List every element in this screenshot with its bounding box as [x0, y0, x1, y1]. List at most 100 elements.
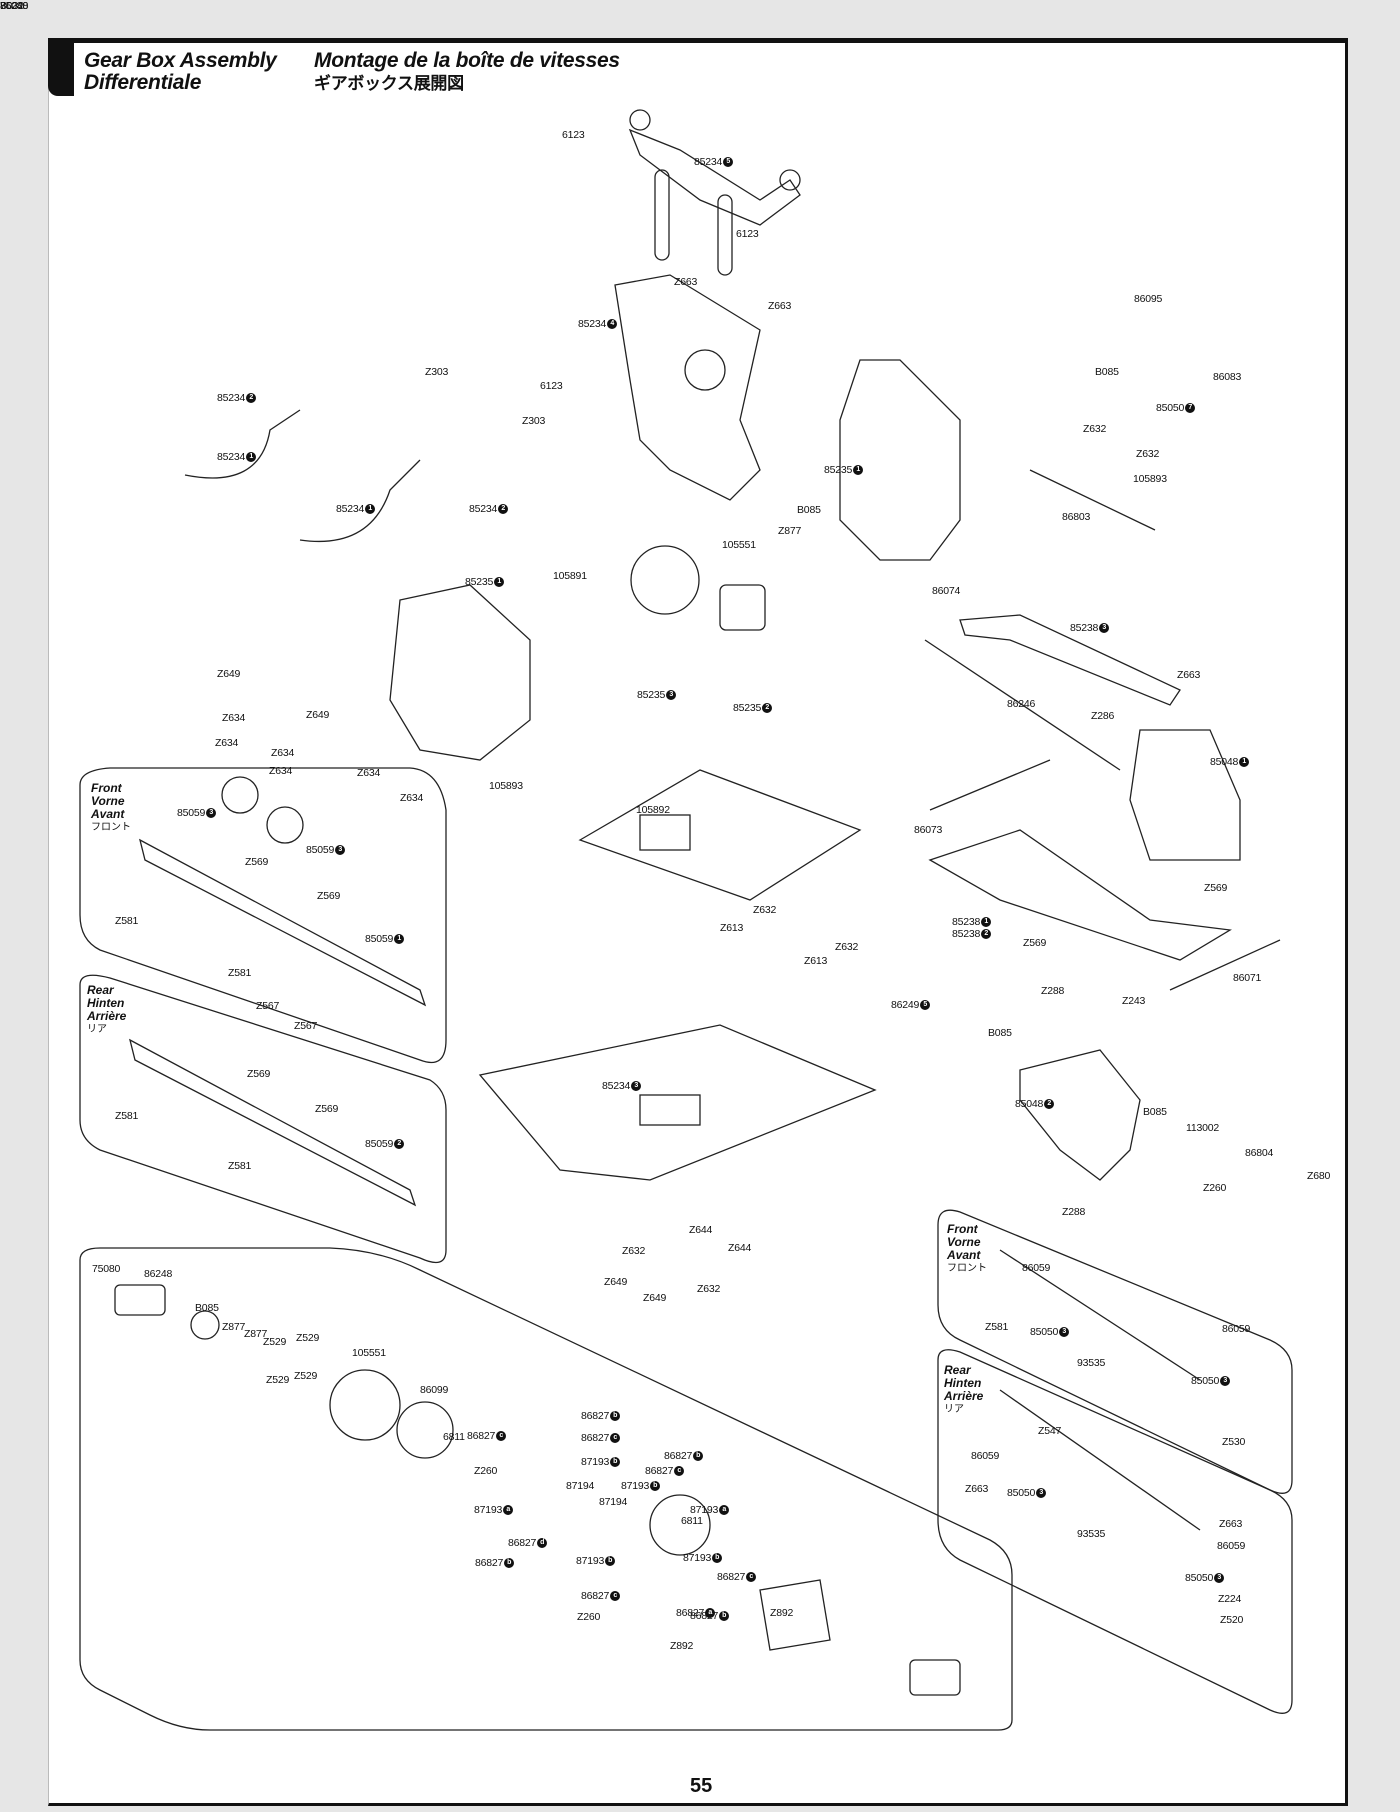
part-number: 86249: [891, 999, 920, 1011]
part-variant-badge: 1: [246, 452, 257, 463]
part-label: 93535: [1077, 1357, 1105, 1369]
part-number: Z567: [294, 1020, 318, 1032]
part-variant-badge: 3: [1059, 1327, 1070, 1338]
part-number: Z581: [115, 1110, 139, 1122]
part-number: 105891: [553, 570, 587, 582]
part-label: Z649: [217, 668, 240, 680]
part-label: Z569: [247, 1068, 270, 1080]
part-label: Z634: [357, 767, 380, 779]
title-french: Montage de la boîte de vitesses: [314, 49, 620, 72]
part-number: 86827: [664, 1450, 693, 1462]
part-number: Z547: [1038, 1425, 1062, 1437]
part-label: Z529: [263, 1336, 286, 1348]
title-english: Gear Box Assembly: [84, 49, 277, 72]
part-number: Z632: [697, 1283, 721, 1295]
part-label: 105551: [352, 1347, 386, 1359]
part-number: Z260: [474, 1465, 498, 1477]
part-label: 113002: [1186, 1122, 1219, 1134]
part-label: Z567: [256, 1000, 279, 1012]
part-label: 86803: [1062, 511, 1090, 523]
part-label: B085: [195, 1302, 219, 1314]
part-label: Z530: [1222, 1436, 1245, 1448]
part-label: 6123: [540, 380, 563, 392]
part-label: 105893: [1133, 473, 1167, 485]
part-number: 85238: [952, 916, 981, 928]
part-variant-badge: 1: [1239, 757, 1250, 768]
part-number: Z634: [271, 747, 295, 759]
part-label: Z632: [1136, 448, 1159, 460]
part-label: 6123: [736, 228, 759, 240]
part-label: Z892: [670, 1640, 693, 1652]
rear-bumper-section-label: Rear Hinten Arrière リア: [87, 984, 126, 1036]
part-label: Z680: [1307, 1170, 1330, 1182]
part-number: B085: [988, 1027, 1012, 1039]
part-label: Z303: [522, 415, 545, 427]
part-label: Z634: [271, 747, 294, 759]
part-variant-badge: a: [719, 1505, 730, 1516]
part-number: 85048: [1015, 1098, 1044, 1110]
part-label: Z260: [577, 1611, 600, 1623]
part-variant-badge: 3: [1214, 1573, 1225, 1584]
section-label-line: リア: [87, 1024, 107, 1035]
part-label: Z644: [689, 1224, 712, 1236]
part-label: Z547: [1038, 1425, 1061, 1437]
part-label: Z581: [115, 915, 138, 927]
part-number: 86073: [914, 824, 943, 836]
skid-plate: [478, 1024, 877, 1181]
part-label: Z260: [474, 1465, 497, 1477]
part-number: 75080: [0, 0, 29, 12]
part-number: Z529: [296, 1332, 320, 1344]
part-number: Z663: [965, 1483, 989, 1495]
front-link-outline: [937, 1209, 1293, 1494]
part-label: 86071: [1233, 972, 1261, 984]
section-label-line: Arrière: [87, 1009, 127, 1023]
part-number: 85050: [1030, 1326, 1059, 1338]
part-number: Z634: [215, 737, 239, 749]
section-label-line: Vorne: [91, 794, 125, 808]
part-variant-badge: b: [610, 1411, 621, 1422]
part-number: 105893: [1133, 473, 1167, 485]
part-number: Z286: [1091, 710, 1115, 722]
section-label-line: Hinten: [944, 1376, 982, 1390]
part-variant-badge: 1: [853, 465, 864, 476]
part-number: 6123: [540, 380, 563, 392]
part-label: Z632: [753, 904, 776, 916]
part-label: Z634: [215, 737, 238, 749]
part-number: Z649: [217, 668, 241, 680]
part-label: Z649: [604, 1276, 627, 1288]
part-variant-badge: 2: [1044, 1099, 1055, 1110]
part-variant-badge: c: [674, 1466, 685, 1477]
part-label: Z663: [1219, 1518, 1242, 1530]
part-number: 85059: [365, 1138, 394, 1150]
section-label-line: Rear: [87, 983, 114, 997]
part-number: 85050: [1007, 1487, 1036, 1499]
part-label: 105551: [722, 539, 756, 551]
rear-link-outline: [937, 1349, 1293, 1714]
part-number: B085: [195, 1302, 219, 1314]
part-label: 75080: [92, 1263, 120, 1275]
part-variant-badge: a: [705, 1608, 716, 1619]
part-number: Z649: [604, 1276, 628, 1288]
part-number: 86827: [717, 1571, 746, 1583]
part-number: Z634: [400, 792, 424, 804]
part-label: 86059: [971, 1450, 999, 1462]
part-number: 86827: [581, 1432, 610, 1444]
part-number: 87194: [599, 1496, 628, 1508]
part-variant-badge: b: [693, 1451, 704, 1462]
part-label: Z529: [266, 1374, 289, 1386]
gearbox-left-half: [389, 584, 531, 761]
front-bumper-part: [139, 776, 427, 1007]
section-label-line: リア: [944, 1404, 964, 1415]
